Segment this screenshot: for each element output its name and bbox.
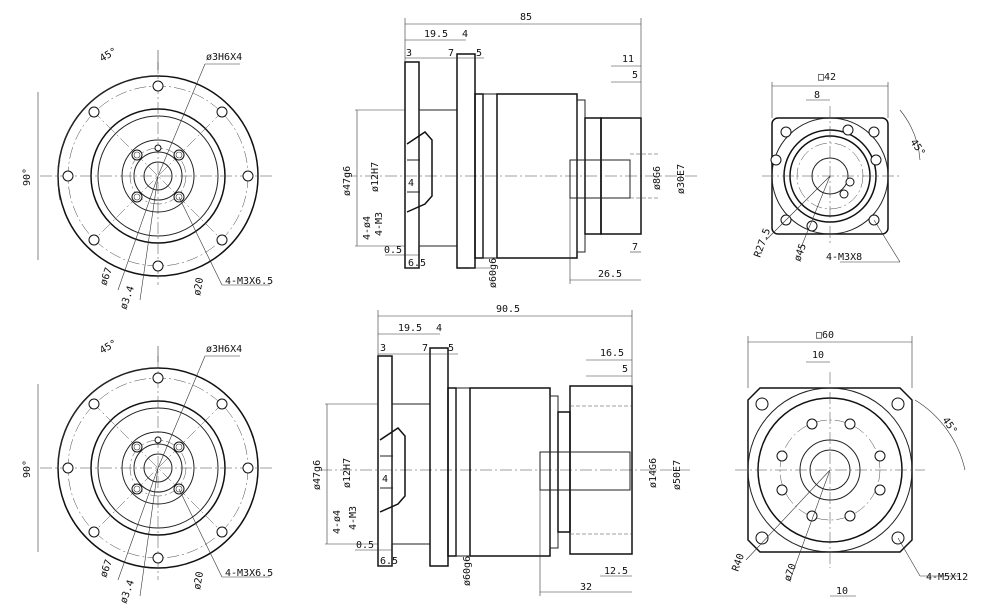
top-side-d6-5: 6.5 <box>408 258 426 269</box>
top-side-d4: 4 <box>462 29 468 40</box>
top-side-h4: 4 <box>408 178 414 189</box>
bot-side-d12: ø12H7 <box>342 458 353 488</box>
top-front-bore: ø20 <box>192 277 206 297</box>
bot-out-d40: R40 <box>730 552 747 573</box>
top-output-view <box>762 82 921 263</box>
top-side-d7b: 7 <box>632 242 638 253</box>
top-side-m3: 4-M3 <box>374 212 385 236</box>
top-front-pcd: ø67 <box>98 266 115 287</box>
bot-side-holes: 4-ø4 <box>332 510 343 534</box>
bottom-output-view <box>735 336 966 597</box>
top-side-d5b: 5 <box>632 70 638 81</box>
bot-front-angle90: 90° <box>22 460 33 478</box>
bot-side-d7: 7 <box>422 343 428 354</box>
bot-side-d19-5: 19.5 <box>398 323 422 334</box>
bot-front-pcd: ø67 <box>98 558 115 579</box>
bot-side-d5b: 5 <box>622 364 628 375</box>
top-side-d60: ø60g6 <box>488 258 499 288</box>
top-front-pcd-small: ø3.4 <box>118 285 137 311</box>
top-side-d3: 3 <box>406 48 412 59</box>
bot-out-d10: 10 <box>812 350 824 361</box>
top-side-length: 85 <box>520 12 532 23</box>
bot-side-shaft: ø14G6 <box>648 458 659 488</box>
bot-side-d4: 4 <box>436 323 442 334</box>
bot-front-angle45: 45° <box>98 338 119 357</box>
top-out-thread: 4-M3X8 <box>826 252 862 263</box>
bot-side-d0-5: 0.5 <box>356 540 374 551</box>
top-side-d26-5: 26.5 <box>598 269 622 280</box>
bottom-side-view <box>320 310 690 596</box>
top-side-d5: 5 <box>476 48 482 59</box>
bot-out-d70: ø70 <box>782 562 799 583</box>
top-out-angle: 45° <box>908 137 927 158</box>
bot-side-d60: ø60g6 <box>462 556 473 586</box>
bot-out-angle: 45° <box>940 415 959 436</box>
top-side-d7: 7 <box>448 48 454 59</box>
bot-side-d6-5: 6.5 <box>380 556 398 567</box>
top-side-holes: 4-ø4 <box>362 216 373 240</box>
bot-front-pcd-small: ø3.4 <box>118 579 137 605</box>
bot-side-d16-5: 16.5 <box>600 348 624 359</box>
top-side-view <box>345 18 700 284</box>
top-side-d19-5: 19.5 <box>424 29 448 40</box>
top-out-d8: 8 <box>814 90 820 101</box>
top-side-d11: 11 <box>622 54 634 65</box>
bot-side-length: 90.5 <box>496 304 520 315</box>
bot-out-square: □60 <box>816 330 834 341</box>
bot-front-bore: ø20 <box>192 571 206 591</box>
top-side-d12: ø12H7 <box>370 162 381 192</box>
top-out-d27: R27.5 <box>752 227 773 259</box>
bot-side-d12-5: 12.5 <box>604 566 628 577</box>
bot-side-d47: ø47g6 <box>312 460 323 490</box>
bot-side-d5: 5 <box>448 343 454 354</box>
top-front-view <box>37 50 275 301</box>
bot-side-h4: 4 <box>382 474 388 485</box>
top-front-angle45: 45° <box>98 46 119 65</box>
top-out-d45: ø45 <box>792 242 809 263</box>
top-front-thread: 4-M3X6.5 <box>225 276 273 287</box>
top-front-angle90: 90° <box>22 168 33 186</box>
top-side-shaft: ø8G6 <box>652 166 663 190</box>
bot-out-d10b: 10 <box>836 586 848 597</box>
bottom-front-view <box>37 346 275 597</box>
bot-front-thread: 4-M3X6.5 <box>225 568 273 579</box>
top-side-pilot: ø30E7 <box>676 164 687 194</box>
bot-side-d3: 3 <box>380 343 386 354</box>
top-side-d0-5: 0.5 <box>384 245 402 256</box>
bot-out-thread: 4-M5X12 <box>926 572 968 583</box>
bot-side-pilot: ø50E7 <box>672 460 683 490</box>
top-side-d47: ø47g6 <box>342 166 353 196</box>
top-out-square: □42 <box>818 72 836 83</box>
bot-side-d32: 32 <box>580 582 592 593</box>
bot-side-m3: 4-M3 <box>348 506 359 530</box>
top-front-hole-spec: ø3H6X4 <box>206 52 242 63</box>
bot-front-hole-spec: ø3H6X4 <box>206 344 242 355</box>
